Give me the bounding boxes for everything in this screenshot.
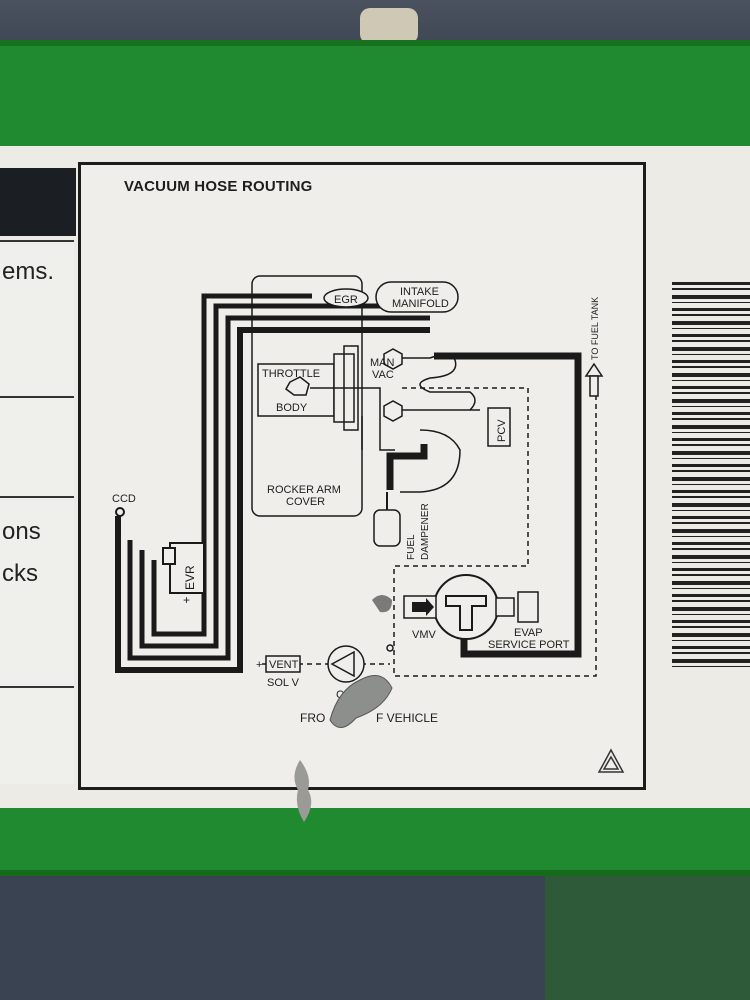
front-of-vehicle-label-1: FRO — [300, 711, 325, 725]
egr-valve — [323, 288, 369, 308]
front-of-vehicle-label-2: F VEHICLE — [376, 711, 438, 725]
svg-text:+: + — [183, 593, 190, 607]
tear-mark — [294, 760, 312, 822]
pcv-label: PCV — [496, 419, 508, 442]
svg-text:+: + — [256, 659, 262, 671]
mounting-tab — [360, 8, 418, 44]
floor-right — [545, 868, 750, 1000]
rocker-arm-cover — [251, 275, 363, 517]
left-panel-3: ons cks — [0, 496, 74, 686]
ccd-label: CCD — [112, 493, 136, 505]
body-label: BODY — [276, 402, 308, 414]
man-vac-port — [383, 348, 403, 370]
damage-mark-2 — [372, 595, 392, 613]
canister-label: C — [336, 689, 344, 701]
fuel-tank-arrow — [584, 362, 604, 377]
hose-ccd-loop — [115, 327, 430, 673]
diagram-title: VACUUM HOSE ROUTING — [124, 178, 313, 195]
rocker-label-1: ROCKER ARM — [267, 484, 341, 496]
pcv-valve — [487, 407, 511, 447]
green-panel-top — [0, 40, 750, 156]
man-vac-label-1: MAN — [370, 357, 395, 369]
vent-label: VENT — [269, 659, 299, 671]
barcode — [672, 282, 750, 672]
evap-label-1: EVAP — [514, 627, 543, 639]
damage-mark — [329, 675, 393, 728]
rocker-label-2: COVER — [286, 496, 325, 508]
canister — [327, 645, 365, 683]
intake-manifold — [375, 281, 459, 313]
left-panel-1: ems. — [0, 240, 74, 398]
hose-evr-loop — [127, 315, 430, 661]
hose-evr-inner — [139, 303, 430, 649]
evr-label: EVR — [183, 565, 197, 590]
evap-service-port — [495, 597, 515, 617]
left-panel-4 — [0, 686, 74, 784]
left-text-2: ons — [2, 518, 41, 545]
evr-valve: EVR + — [162, 542, 205, 607]
hose-evap — [434, 352, 582, 658]
sol-v-label: SOL V — [267, 677, 300, 689]
left-dark-block — [0, 168, 76, 236]
recycle-icon — [597, 748, 625, 773]
man-vac-label-2: VAC — [372, 369, 394, 381]
egr-label: EGR — [334, 294, 358, 306]
evap-label-2: SERVICE PORT — [488, 639, 570, 651]
throttle-label: THROTTLE — [262, 368, 320, 380]
vmv-label: VMV — [412, 629, 437, 641]
ccd-port — [115, 507, 125, 517]
intake-label-1: INTAKE — [400, 286, 439, 298]
green-panel-bottom — [0, 808, 750, 876]
left-text-1: ems. — [2, 258, 55, 285]
to-fuel-tank-label: TO FUEL TANK — [590, 297, 600, 360]
fuel-label: FUEL — [406, 534, 417, 560]
vent-solenoid — [265, 655, 301, 673]
left-text-3: cks — [2, 560, 38, 587]
intake-label-2: MANIFOLD — [392, 298, 449, 310]
dampener-label: DAMPENER — [420, 503, 431, 560]
fuel-dampener — [373, 509, 401, 547]
left-panel-2 — [0, 396, 74, 498]
